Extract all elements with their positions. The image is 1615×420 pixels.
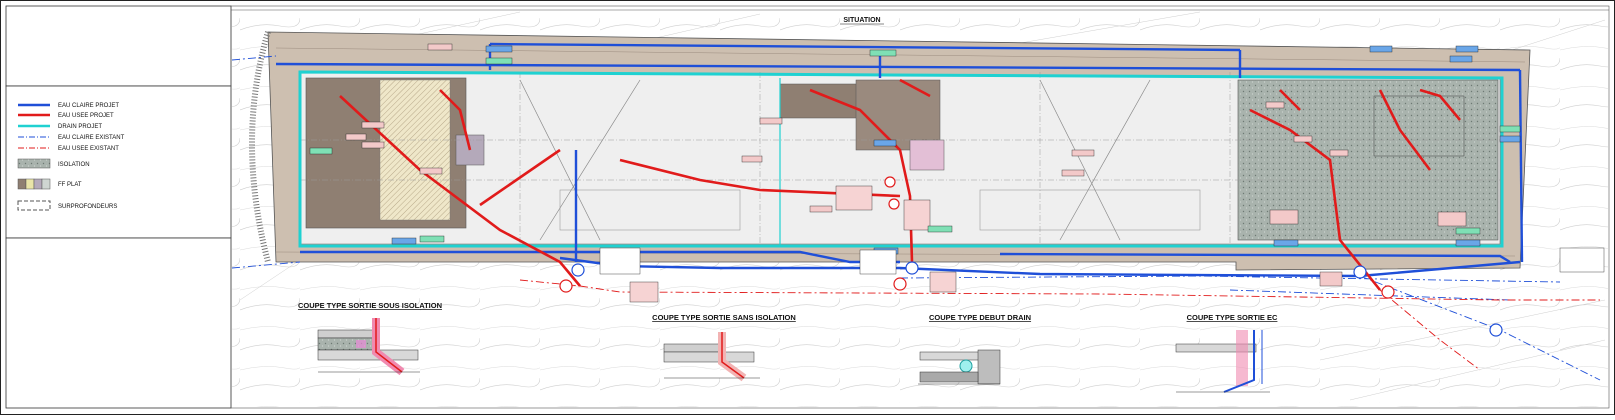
legend-label-isolation: ISOLATION — [58, 162, 90, 168]
west-stair — [249, 31, 271, 263]
section-sortie-ec: COUPE TYPE SORTIE EC — [1175, 313, 1278, 393]
section-title-debut-drain: COUPE TYPE DEBUT DRAIN — [929, 313, 1031, 322]
legend-panel-top — [5, 5, 232, 87]
legend-symbol-isolation — [17, 158, 51, 169]
legend-symbol-ff-plat — [17, 178, 51, 190]
legend-label-ff-plat: FF PLAT — [58, 182, 82, 188]
legend: EAU CLAIRE PROJET EAU USEE PROJET DRAIN … — [17, 103, 125, 211]
section-debut-drain: COUPE TYPE DEBUT DRAIN — [918, 313, 1031, 385]
core-center — [909, 139, 945, 171]
manholes-red — [559, 176, 1395, 299]
drawing-area-border — [230, 5, 1610, 409]
manholes — [571, 261, 1503, 337]
parking-zone-a — [559, 189, 741, 231]
section-sortie-sous-isolation: COUPE TYPE SORTIE SOUS ISOLATION — [298, 301, 442, 376]
bracing-lines — [519, 79, 1151, 241]
section-sortie-sans-isolation: COUPE TYPE SORTIE SANS ISOLATION — [652, 313, 796, 382]
section-title-sortie-sans-isolation: COUPE TYPE SORTIE SANS ISOLATION — [652, 313, 796, 322]
legend-label-drain-projet: DRAIN PROJET — [58, 124, 102, 130]
section-title-sortie-ec: COUPE TYPE SORTIE EC — [1187, 313, 1278, 322]
situation-title: SITUATION — [843, 17, 880, 24]
legend-label-eau-claire-projet: EAU CLAIRE PROJET — [58, 103, 119, 109]
legend-symbol-surprofondeurs — [17, 200, 51, 211]
legend-label-eau-claire-existant: EAU CLAIRE EXISTANT — [58, 135, 125, 141]
section-title-sortie-sous-isolation: COUPE TYPE SORTIE SOUS ISOLATION — [298, 301, 442, 310]
slab-center-b — [855, 79, 941, 151]
slab-center-a — [779, 83, 861, 119]
legend-panel-bottom — [5, 237, 232, 409]
parking-zone-b — [979, 189, 1201, 231]
drain-perimeter — [298, 70, 1504, 248]
legend-label-surprofondeurs: SURPROFONDEURS — [58, 204, 117, 210]
isolation-west — [379, 79, 451, 221]
legend-label-eau-usee-projet: EAU USEE PROJET — [58, 113, 114, 119]
legend-label-eau-usee-existant: EAU USEE EXISTANT — [58, 146, 119, 152]
annotation-tags — [309, 43, 1605, 303]
